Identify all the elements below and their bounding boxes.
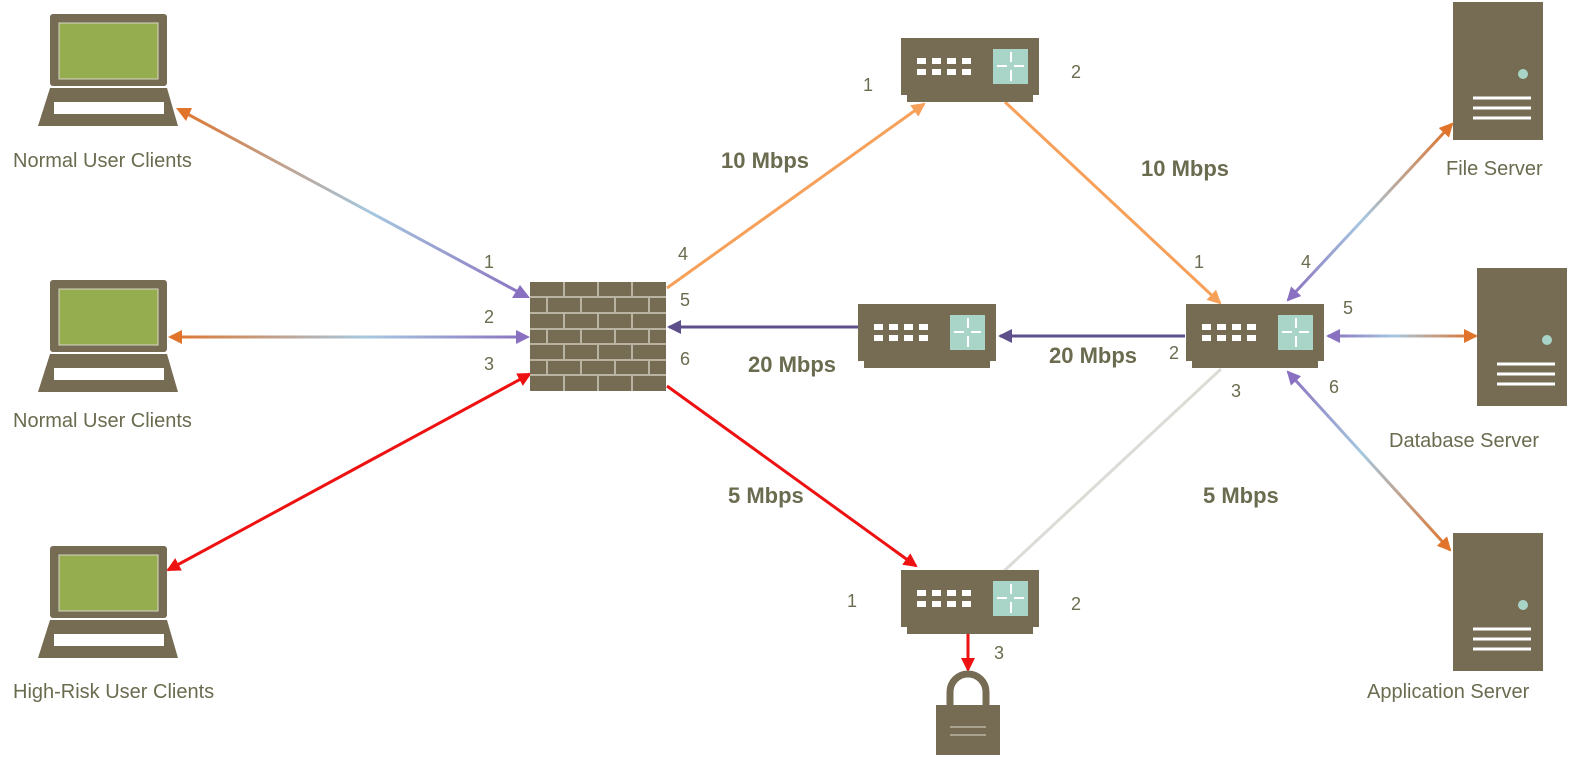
link-firewall-top-switch [666, 102, 926, 290]
label-client-2: Normal User Clients [13, 410, 192, 432]
label-database-server: Database Server [1389, 430, 1539, 452]
laptop-icon [38, 546, 178, 658]
firewall-icon [530, 282, 666, 391]
port-top-switch-2: 2 [1071, 62, 1081, 82]
router-switch-icon [901, 38, 1039, 102]
router-switch-icon [1186, 304, 1324, 368]
port-core-switch-6: 6 [1329, 377, 1339, 397]
label-application-server: Application Server [1367, 681, 1530, 703]
speed-firewall-bottom-switch: 5 Mbps [728, 483, 804, 508]
port-firewall-4: 4 [678, 244, 688, 264]
port-bottom-switch-1: 1 [847, 591, 857, 611]
connections [166, 100, 1478, 672]
router-switch-icon [901, 570, 1039, 634]
laptop-icon [38, 14, 178, 126]
link-core-application-server [1286, 370, 1452, 552]
speed-core-middle-switch: 20 Mbps [1049, 343, 1137, 368]
port-firewall-5: 5 [680, 290, 690, 310]
speed-middle-switch-firewall: 20 Mbps [748, 352, 836, 377]
link-client1-firewall [179, 108, 523, 296]
link-bottom-switch-core [1002, 367, 1223, 573]
arrowhead-firewall-2 [516, 330, 530, 344]
port-firewall-6: 6 [680, 349, 690, 369]
link-client3-firewall [166, 372, 532, 572]
arrowhead-client1 [176, 108, 192, 121]
port-core-switch-3: 3 [1231, 381, 1241, 401]
link-top-switch-core [1003, 100, 1222, 305]
speed-firewall-top-switch: 10 Mbps [721, 148, 809, 173]
port-core-switch-2: 2 [1169, 343, 1179, 363]
router-switch-icon [858, 304, 996, 368]
link-firewall-bottom-switch [666, 384, 918, 568]
port-firewall-3: 3 [484, 354, 494, 374]
port-firewall-2: 2 [484, 307, 494, 327]
laptop-icon [38, 280, 178, 392]
arrowhead-firewall-1 [512, 285, 530, 298]
link-core-file-server [1286, 122, 1454, 302]
label-client-1: Normal User Clients [13, 150, 192, 172]
label-file-server: File Server [1446, 158, 1543, 180]
port-core-switch-5: 5 [1343, 298, 1353, 318]
speed-top-switch-core: 10 Mbps [1141, 156, 1229, 181]
server-icon [1453, 2, 1543, 140]
port-bottom-switch-3: 3 [994, 643, 1004, 663]
port-firewall-1: 1 [484, 252, 494, 272]
speed-bottom-switch-core: 5 Mbps [1203, 483, 1279, 508]
label-client-3: High-Risk User Clients [13, 681, 214, 703]
lock-icon [936, 670, 1000, 755]
server-icon [1453, 533, 1543, 671]
port-core-switch-4: 4 [1301, 252, 1311, 272]
port-bottom-switch-2: 2 [1071, 594, 1081, 614]
server-icon [1477, 268, 1567, 406]
port-top-switch-1: 1 [863, 75, 873, 95]
arrowhead-client2 [168, 330, 182, 344]
port-core-switch-1: 1 [1194, 252, 1204, 272]
